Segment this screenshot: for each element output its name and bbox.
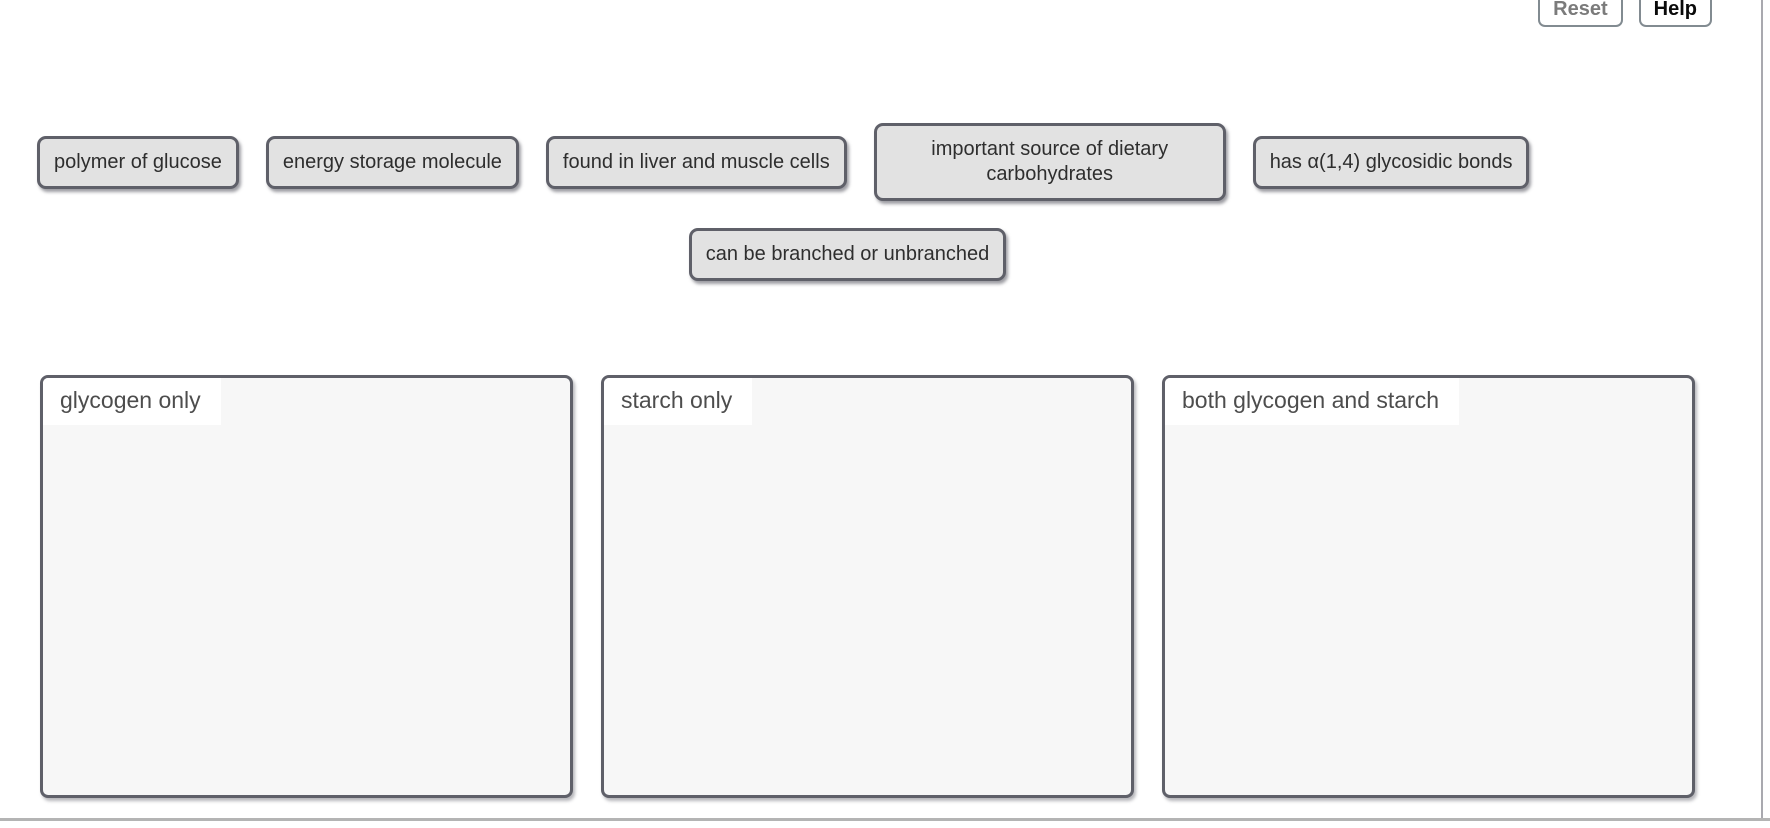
chip-has-alpha-1-4-glycosidic-bonds[interactable]: has α(1,4) glycosidic bonds bbox=[1252, 135, 1530, 189]
bin-label: both glycogen and starch bbox=[1165, 378, 1460, 425]
bin-glycogen-only[interactable]: glycogen only bbox=[40, 375, 573, 798]
help-button[interactable]: Help bbox=[1638, 0, 1712, 27]
chip-energy-storage-molecule[interactable]: energy storage molecule bbox=[265, 135, 519, 189]
page-bottom-divider bbox=[0, 818, 1770, 821]
bin-label: starch only bbox=[604, 378, 753, 425]
chip-found-in-liver-and-muscle-cells[interactable]: found in liver and muscle cells bbox=[545, 135, 847, 189]
chip-polymer-of-glucose[interactable]: polymer of glucose bbox=[37, 135, 239, 189]
bin-starch-only[interactable]: starch only bbox=[601, 375, 1134, 798]
page-right-border bbox=[1761, 0, 1763, 820]
chip-can-be-branched-or-unbranched[interactable]: can be branched or unbranched bbox=[688, 228, 1007, 281]
chip-important-source-of-dietary-carbohydrates[interactable]: important source of dietary carbohydrate… bbox=[873, 123, 1226, 201]
reset-button[interactable]: Reset bbox=[1538, 0, 1623, 27]
bin-both-glycogen-and-starch[interactable]: both glycogen and starch bbox=[1162, 375, 1695, 798]
bin-label: glycogen only bbox=[43, 378, 221, 425]
drop-bins: glycogen only starch only both glycogen … bbox=[40, 375, 1695, 798]
chip-row-2: can be branched or unbranched bbox=[0, 228, 1695, 281]
chip-row-1: polymer of glucose energy storage molecu… bbox=[37, 123, 1697, 201]
toolbar: Reset Help bbox=[1538, 0, 1712, 27]
